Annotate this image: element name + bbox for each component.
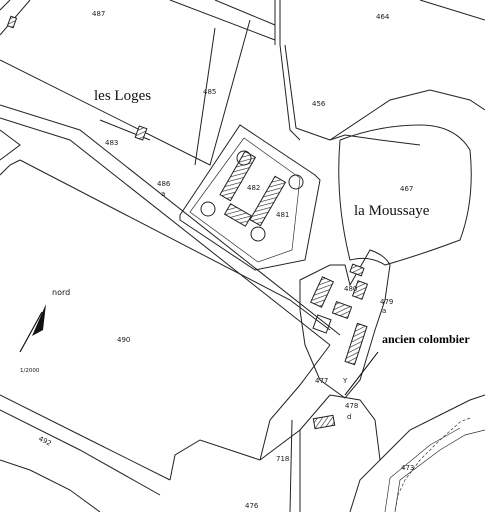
place-name-moussaye: la Moussaye xyxy=(354,203,430,219)
place-name-loges: les Loges xyxy=(94,88,151,104)
parcel-479: 479 xyxy=(380,298,393,306)
parcel-481: 481 xyxy=(276,211,289,219)
parcel-476: 476 xyxy=(245,502,259,510)
parcel-486-sub: a xyxy=(161,190,165,198)
parcel-485: 485 xyxy=(203,88,216,96)
tower-nw xyxy=(236,150,252,166)
colombier-annotation: ancien colombier xyxy=(382,332,470,346)
parcel-482: 482 xyxy=(247,184,260,192)
parcel-464: 464 xyxy=(376,13,390,21)
farm-building-3 xyxy=(312,314,332,334)
tower-se xyxy=(250,226,266,242)
north-label: nord xyxy=(52,288,70,297)
hedge-line xyxy=(394,417,471,512)
parcel-718: 718 xyxy=(276,455,289,463)
scale-label: 1/2000 xyxy=(20,368,40,374)
parcel-477-sub: Y xyxy=(342,377,348,385)
colombier-leader xyxy=(344,351,379,396)
buildings xyxy=(6,15,369,430)
small-building-topleft xyxy=(6,15,18,29)
parcel-456: 456 xyxy=(312,100,326,108)
parcel-487: 487 xyxy=(92,10,105,18)
farm-building-6 xyxy=(312,414,336,430)
north-arrow: nord xyxy=(19,288,70,353)
parcel-477: 477 xyxy=(315,377,328,385)
parcel-480: 480 xyxy=(344,285,357,293)
farm-building-5 xyxy=(349,263,365,277)
farm-building-4 xyxy=(351,280,369,300)
farm-building-2 xyxy=(331,300,353,320)
chateau-center xyxy=(223,203,253,227)
parcel-473: 473 xyxy=(401,464,414,472)
parcel-492: 492 xyxy=(37,435,53,448)
parcel-483: 483 xyxy=(105,139,118,147)
parcel-479-sub: a xyxy=(382,307,386,315)
parcel-478-sub: d xyxy=(347,413,351,421)
chateau-wing-left xyxy=(219,150,257,202)
parcel-478: 478 xyxy=(345,402,358,410)
tower-sw xyxy=(200,201,216,217)
parcel-467: 467 xyxy=(400,185,413,193)
farm-building-1 xyxy=(309,276,335,308)
north-arrow-icon xyxy=(32,304,46,336)
small-building-483 xyxy=(134,125,148,141)
chateau-wing-right xyxy=(249,175,287,227)
parcel-486: 486 xyxy=(157,180,171,188)
parcel-490: 490 xyxy=(117,336,130,344)
parcel-numbers: 487 464 485 456 483 486 a 482 481 467 48… xyxy=(37,10,414,510)
tower-ne xyxy=(288,174,304,190)
colombier-building xyxy=(344,322,368,366)
